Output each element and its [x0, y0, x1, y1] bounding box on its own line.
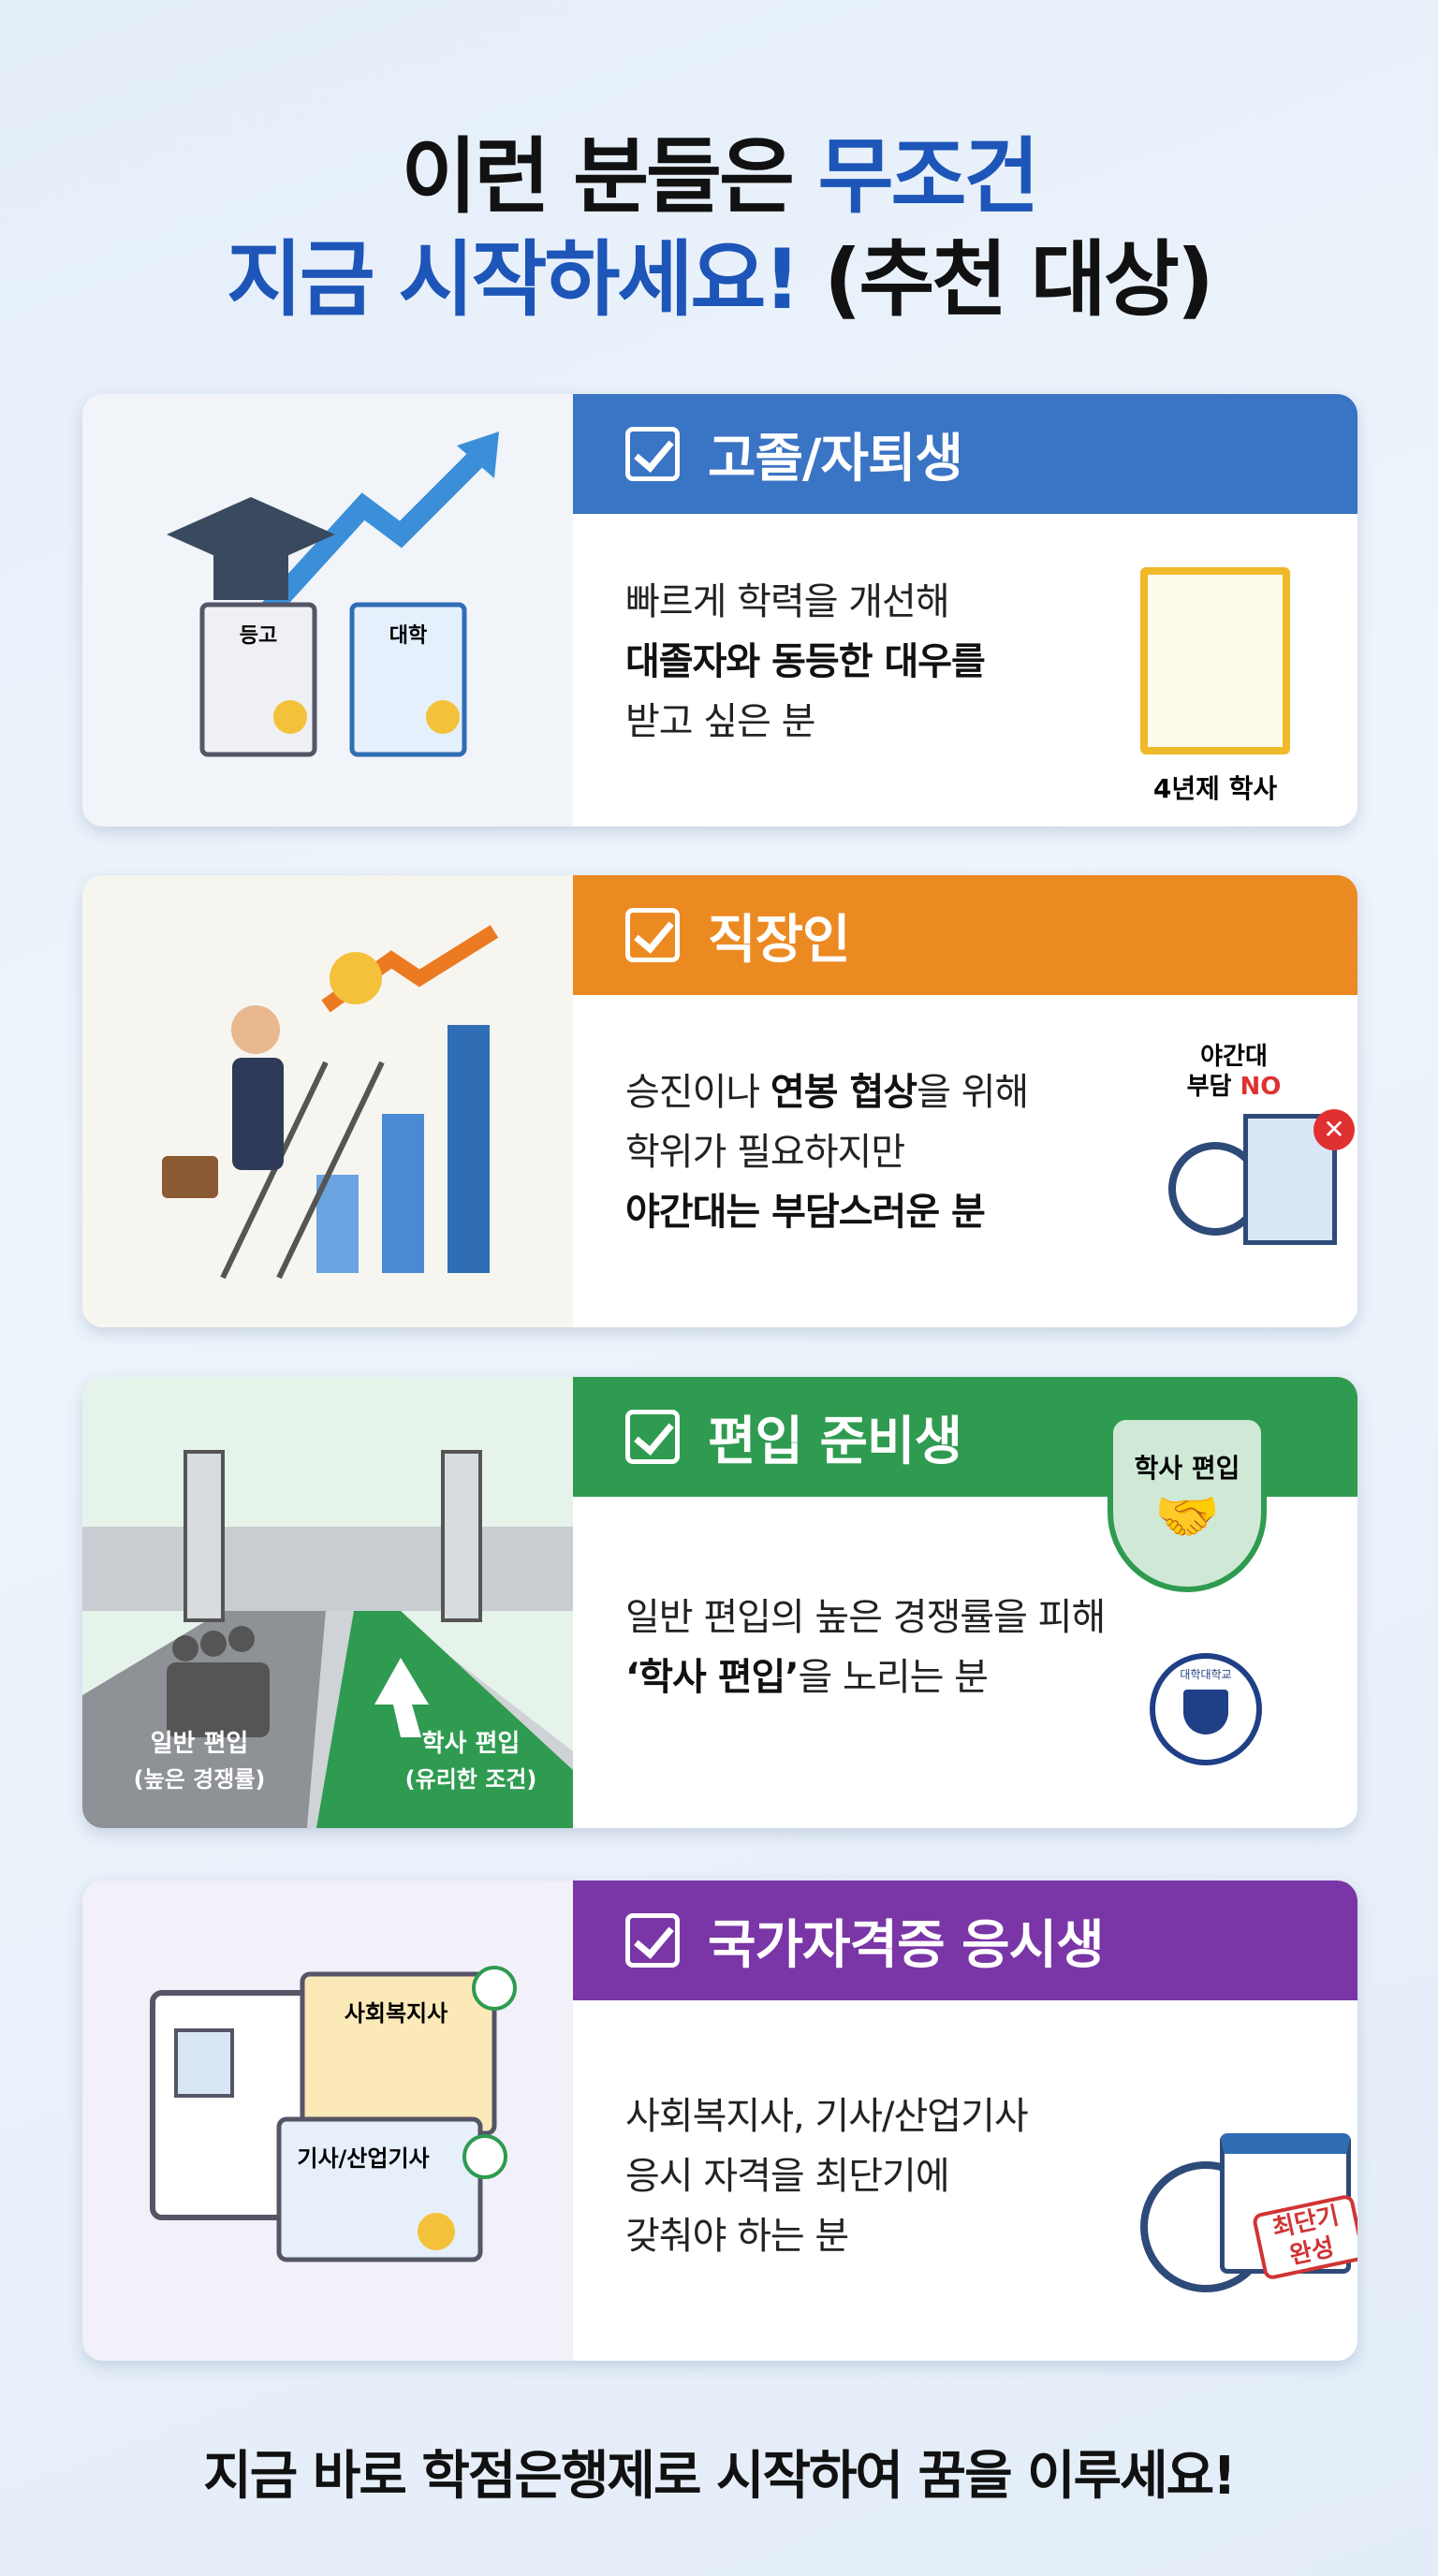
cert-label: 대학: [389, 624, 427, 648]
badge-text: 부담: [1186, 1073, 1240, 1101]
cert-label: 사회복지사: [345, 2000, 448, 2027]
diploma-icon: [1140, 567, 1290, 754]
body-line: 빠르게 학력을 개선해: [625, 580, 950, 623]
page-title-line2: 지금 시작하세요! (추천 대상): [0, 213, 1438, 332]
card-header: 직장인: [573, 875, 1357, 995]
body-text: ‘학사 편입’: [625, 1656, 800, 1699]
arrow-up-icon: [374, 1658, 429, 1737]
title-text: (추천 대상): [798, 231, 1214, 328]
shield-label: 학사 편입: [1134, 1453, 1240, 1484]
dollar-icon: [330, 952, 382, 1004]
body-text: 승진이나: [625, 1071, 770, 1114]
university-seal-icon: 대학대학교: [1150, 1653, 1262, 1765]
briefcase-icon: [162, 1156, 218, 1198]
check-circle-icon: [472, 1966, 517, 2011]
card-certification: 사회복지사 기사/산업기사 국가자격증 응시생 사회복지사, 기사/산업기사 응…: [82, 1881, 1357, 2361]
arrow-up-icon: [261, 443, 492, 617]
body-line: 응시 자격을 최단기에: [625, 2155, 950, 2198]
close-icon: ✕: [1313, 1109, 1355, 1150]
crowd-icon: [167, 1626, 270, 1737]
card-dropout: 등고 대학 고졸/자퇴생 빠르게 학력을 개선해 대졸자와 동등한 대우를 받고…: [82, 394, 1357, 827]
grad-cap-icon: [167, 497, 335, 572]
card-worker: 직장인 승진이나 연봉 협상을 위해 학위가 필요하지만 야간대는 부담스러운 …: [82, 875, 1357, 1327]
card-body: 사회복지사, 기사/산업기사 응시 자격을 최단기에 갖춰야 하는 분: [625, 2086, 1029, 2266]
checkbox-icon: [625, 1410, 680, 1464]
path-label: 일반 편입: [151, 1730, 249, 1758]
badge-text: 야간대: [1200, 1043, 1268, 1071]
illustration-career-ladder: [82, 875, 573, 1327]
illustration-graduation: 등고 대학: [82, 394, 573, 827]
handshake-shield-icon: 학사 편입🤝: [1108, 1414, 1267, 1592]
person-icon: [232, 1058, 284, 1170]
illustration-certificates: 사회복지사 기사/산업기사: [82, 1881, 573, 2361]
card-body: 빠르게 학력을 개선해 대졸자와 동등한 대우를 받고 싶은 분: [625, 572, 986, 752]
checkbox-icon: [625, 1913, 680, 1968]
body-line: 받고 싶은 분: [625, 700, 815, 743]
card-body: 일반 편입의 높은 경쟁률을 피해 ‘학사 편입’을 노리는 분: [625, 1588, 1106, 1707]
body-line: 대졸자와 동등한 대우를: [625, 640, 986, 683]
body-text: 을 위해: [917, 1071, 1029, 1114]
card-header: 국가자격증 응시생: [573, 1881, 1357, 2000]
body-line: 사회복지사, 기사/산업기사: [625, 2095, 1029, 2138]
cert-label: 등고: [240, 624, 277, 648]
cert-label: 기사/산업기사: [297, 2145, 429, 2172]
card-header: 고졸/자퇴생: [573, 394, 1357, 514]
card-heading: 직장인: [708, 909, 851, 971]
check-circle-icon: [462, 2134, 507, 2179]
body-text: 연봉 협상: [770, 1071, 917, 1114]
illustration-gate-paths: 일반 편입 (높은 경쟁률) 학사 편입 (유리한 조건): [82, 1377, 573, 1828]
card-heading: 편입 준비생: [708, 1411, 962, 1472]
checkbox-icon: [625, 908, 680, 962]
body-line: 갖춰야 하는 분: [625, 2215, 849, 2258]
checkbox-icon: [625, 427, 680, 481]
title-highlight: 지금 시작하세요!: [226, 231, 800, 328]
title-highlight: 무조건: [817, 128, 1040, 225]
path-label: (높은 경쟁률): [134, 1766, 266, 1793]
path-label: (유리한 조건): [405, 1766, 537, 1793]
body-text: 을 노리는 분: [798, 1656, 989, 1699]
card-heading: 국가자격증 응시생: [708, 1914, 1105, 1976]
badge-no: NO: [1240, 1073, 1282, 1101]
diploma-label: 4년제 학사: [1152, 773, 1278, 804]
body-line: 일반 편입의 높은 경쟁률을 피해: [625, 1596, 1106, 1639]
seal-text: 대학대학교: [1180, 1668, 1232, 1681]
card-body: 승진이나 연봉 협상을 위해 학위가 필요하지만 야간대는 부담스러운 분: [625, 1062, 1029, 1242]
path-label: 학사 편입: [422, 1730, 521, 1758]
card-heading: 고졸/자퇴생: [708, 428, 963, 490]
title-text: 이런 분들은: [401, 128, 818, 225]
page-title-line1: 이런 분들은 무조건: [0, 110, 1438, 229]
footer-slogan: 지금 바로 학점은행제로 시작하여 꿈을 이루세요!: [203, 2446, 1236, 2507]
body-line: 학위가 필요하지만: [625, 1131, 905, 1174]
card-transfer: 일반 편입 (높은 경쟁률) 학사 편입 (유리한 조건) 편입 준비생 일반 …: [82, 1377, 1357, 1828]
body-line: 야간대는 부담스러운 분: [625, 1191, 986, 1234]
